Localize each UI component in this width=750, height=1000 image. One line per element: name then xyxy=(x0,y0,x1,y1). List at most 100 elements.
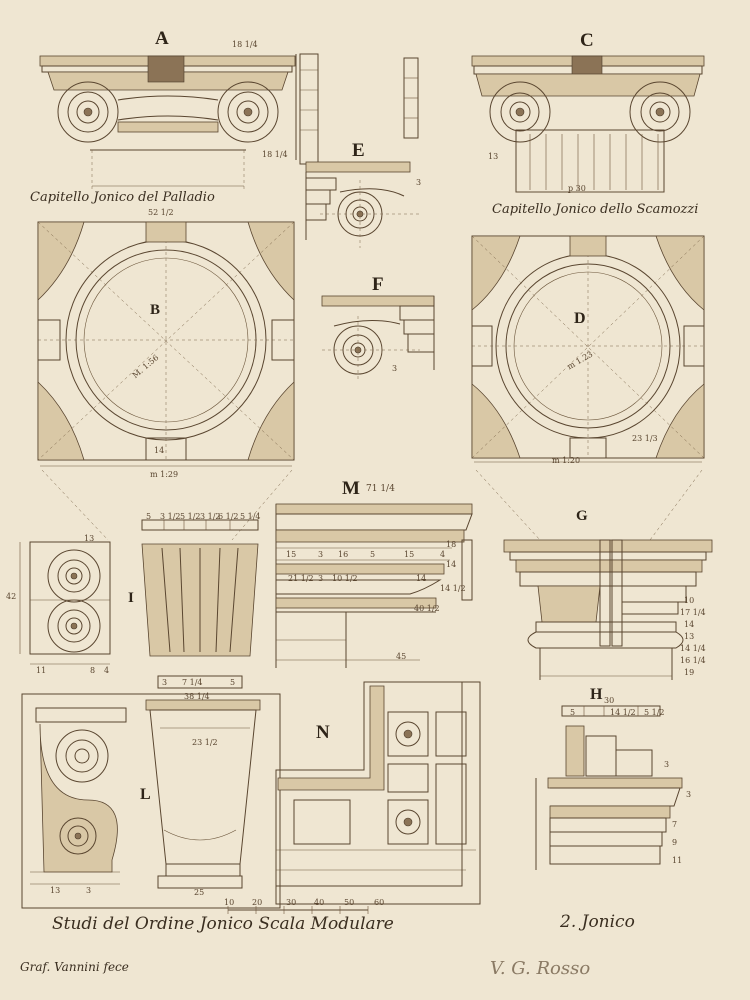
dim-l-top: 38 1/4 xyxy=(184,692,210,701)
dim-i-row-6: 5 1/4 xyxy=(240,512,261,521)
figure-b-capital-plan xyxy=(37,221,295,467)
figure-g-capital-profile xyxy=(503,539,713,680)
dim-l-bottom-1: 13 xyxy=(50,886,61,895)
sheet-title-line: Studi del Ordine Jonico Scala Modulare xyxy=(52,914,394,934)
dim-c-bottom: p 30 xyxy=(568,184,586,193)
dim-i-row-2: 3 1/2 xyxy=(160,512,181,521)
caption-palladio: Capitello Jonico del Palladio xyxy=(30,190,215,205)
dim-h-side-3: 7 xyxy=(672,820,678,829)
dim-c-side: 13 xyxy=(488,152,499,161)
figure-a-capital-elevation xyxy=(39,53,419,190)
dim-h-side-2: 3 xyxy=(686,790,692,799)
dim-h-side-4: 9 xyxy=(672,838,678,847)
figure-label-g: G xyxy=(576,508,589,524)
figure-d-capital-plan xyxy=(471,235,705,463)
figure-c-capital-elevation xyxy=(471,55,705,193)
dim-l-row-3: 5 xyxy=(230,678,236,687)
dim-m-row2-1: 21 1/2 xyxy=(288,574,314,583)
scale-number-40: 40 xyxy=(314,898,325,907)
dim-i-side-1: 42 xyxy=(6,592,17,601)
dim-m-row1-4: 5 xyxy=(370,550,376,559)
dim-d-right: 23 1/3 xyxy=(632,434,658,443)
dim-m-side-4: 40 1/2 xyxy=(414,604,440,613)
dim-i-row-4: 3 1/2 xyxy=(200,512,221,521)
dim-a-bottom: 52 1/2 xyxy=(148,208,174,217)
figure-label-l: L xyxy=(140,786,152,803)
dim-m-side-3: 14 1/2 xyxy=(440,584,466,593)
dim-m-row1-5: 15 xyxy=(404,550,415,559)
guide-line-d-left xyxy=(475,469,541,541)
dim-b-bottom: m 1:29 xyxy=(150,470,179,479)
dim-e-note: 3 xyxy=(416,178,422,187)
scale-number-10: 10 xyxy=(224,898,235,907)
dim-h-side-5: 11 xyxy=(672,856,683,865)
dim-g-side-4: 13 xyxy=(684,632,695,641)
dim-f-note: 3 xyxy=(392,364,398,373)
figure-h-cornice-profile xyxy=(535,705,683,870)
figure-label-h: H xyxy=(590,686,603,703)
figure-f-volute-profile xyxy=(321,295,435,380)
figure-label-d: D xyxy=(574,310,587,327)
dim-m-side-1: 18 xyxy=(446,540,457,549)
figure-label-c: C xyxy=(580,30,595,51)
dim-a-side: 18 1/4 xyxy=(262,150,288,159)
author-signature: Graf. Vannini fece xyxy=(20,960,129,974)
dim-m-bottom: 45 xyxy=(396,652,407,661)
dim-m-row1-2: 3 xyxy=(318,550,324,559)
figure-e-volute-profile xyxy=(305,161,420,248)
dim-g-side-5: 14 1/4 xyxy=(680,644,706,653)
dim-m-row1-6: 4 xyxy=(440,550,446,559)
dim-m-row2-2: 3 xyxy=(318,574,324,583)
dim-m-row2-4: 14 xyxy=(416,574,427,583)
modular-scale-bar xyxy=(227,906,369,914)
dim-m-side-2: 14 xyxy=(446,560,457,569)
dim-g-side-1: 10 xyxy=(684,596,695,605)
dim-l-row-1: 3 xyxy=(162,678,168,687)
dim-a-top: 18 1/4 xyxy=(232,40,258,49)
dim-m-row1-1: 15 xyxy=(286,550,297,559)
guide-line-d-right xyxy=(649,469,703,541)
order-note: 2. Jonico xyxy=(560,912,635,932)
dim-i-row-5: 6 1/2 xyxy=(218,512,239,521)
caption-scamozzi: Capitello Jonico dello Scamozzi xyxy=(492,202,699,217)
dim-l-row-2: 7 1/4 xyxy=(182,678,203,687)
dim-g-side-6: 16 1/4 xyxy=(680,656,706,665)
figure-label-a: A xyxy=(155,28,170,49)
dim-g-side-3: 14 xyxy=(684,620,695,629)
dim-l-center: 23 1/2 xyxy=(192,738,218,747)
dim-i-row-3: 5 1/2 xyxy=(180,512,201,521)
figure-label-n: N xyxy=(316,722,331,743)
dim-d-bottom: m 1:20 xyxy=(552,456,581,465)
scale-number-60: 60 xyxy=(374,898,385,907)
dim-i-side-2: 13 xyxy=(84,534,95,543)
figure-label-m: M xyxy=(342,478,361,499)
scale-number-30: 30 xyxy=(286,898,297,907)
figure-m-cornice-section xyxy=(275,503,473,668)
dim-l-bottom-2: 3 xyxy=(86,886,92,895)
figure-label-i: I xyxy=(128,590,135,606)
figure-i-volute-and-bolster xyxy=(19,519,259,665)
figure-label-b: B xyxy=(150,302,161,318)
dim-i-side-3: 11 xyxy=(36,666,47,675)
figure-l-console xyxy=(21,675,281,909)
dim-g-side-2: 17 1/4 xyxy=(680,608,706,617)
figure-n-soffit-coffers xyxy=(275,681,481,905)
scale-number-50: 50 xyxy=(344,898,355,907)
dim-m-row1-3: 16 xyxy=(338,550,349,559)
dim-m-row2-3: 10 1/2 xyxy=(332,574,358,583)
dim-h-side-1: 3 xyxy=(664,760,670,769)
dim-b-left: 14 xyxy=(154,446,165,455)
figure-label-e: E xyxy=(352,140,366,161)
dim-i-row-1: 5 xyxy=(146,512,152,521)
dim-i-side-5: 4 xyxy=(104,666,110,675)
dim-l-bottom-3: 25 xyxy=(194,888,205,897)
scale-number-20: 20 xyxy=(252,898,263,907)
dim-h-row-1: 5 xyxy=(570,708,576,717)
figure-label-f: F xyxy=(372,274,385,295)
dim-h-row-2: 14 1/2 xyxy=(610,708,636,717)
dim-h-row-3: 5 1/2 xyxy=(644,708,665,717)
dim-m-label: 71 1/4 xyxy=(366,484,395,494)
dim-g-side-7: 19 xyxy=(684,668,695,677)
